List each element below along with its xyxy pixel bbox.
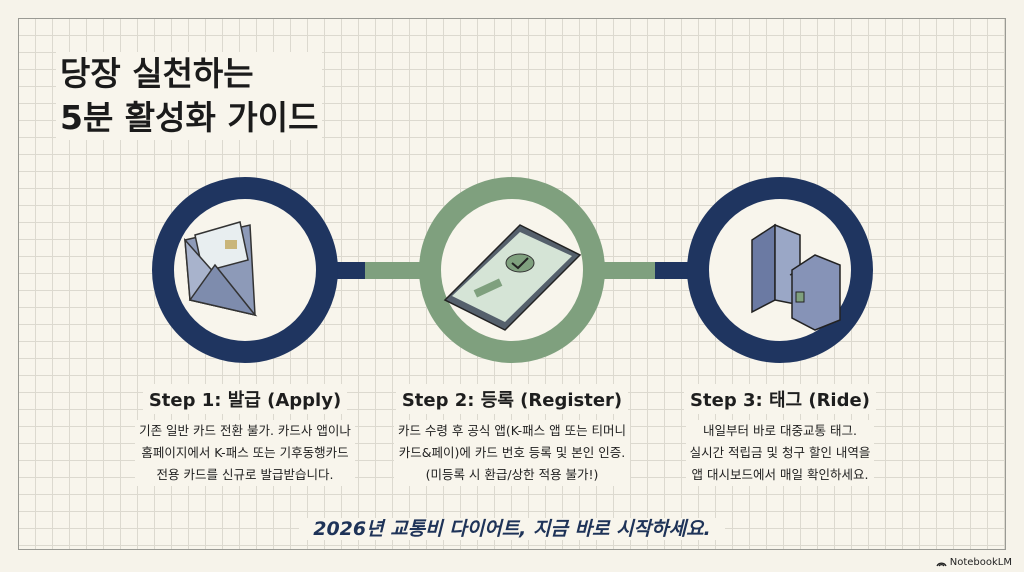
step-2: Step 2: 등록 (Register) 카드 수령 후 공식 앱(K-패스 … (372, 384, 652, 486)
tagline: 2026년 교통비 다이어트, 지금 바로 시작하세요. (0, 514, 1024, 541)
notebooklm-logo-icon (936, 562, 947, 567)
transit-gate-icon (751, 223, 841, 331)
title-line-1: 당장 실천하는 (60, 54, 254, 93)
notebooklm-brand: NotebookLM (936, 557, 1012, 568)
step-1-title: Step 1: 발급 (Apply) (142, 384, 348, 414)
tagline-text: 2026년 교통비 다이어트, 지금 바로 시작하세요. (299, 518, 725, 540)
title-line-2: 5분 활성화 가이드 (60, 98, 319, 137)
envelope-card-icon (184, 221, 258, 317)
step-3: Step 3: 태그 (Ride) 내일부터 바로 대중교통 태그.실시간 적립… (640, 384, 920, 486)
step-3-title: Step 3: 태그 (Ride) (684, 384, 876, 414)
step-1: Step 1: 발급 (Apply) 기존 일반 카드 전환 불가. 카드사 앱… (105, 384, 385, 486)
phone-check-icon (443, 224, 582, 331)
brand-text: NotebookLM (949, 557, 1012, 568)
step-2-title: Step 2: 등록 (Register) (395, 384, 629, 414)
page-title: 당장 실천하는 5분 활성화 가이드 (56, 52, 323, 140)
